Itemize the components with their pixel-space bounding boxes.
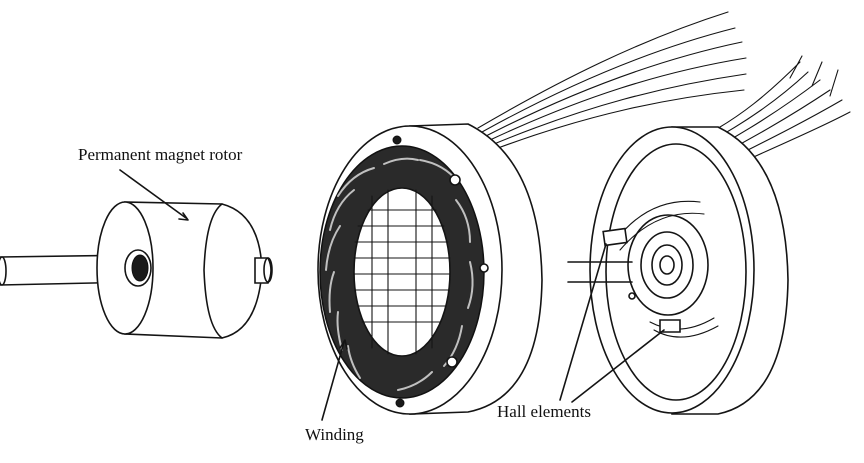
rotor-leader <box>120 170 186 218</box>
permanent-magnet-rotor <box>0 202 272 338</box>
hall-sensor-housing <box>568 56 850 414</box>
hall-elements-label: Hall elements <box>497 402 591 421</box>
leader-lines <box>120 170 664 420</box>
stator-assembly <box>318 12 746 414</box>
hall-leader-1 <box>560 244 606 400</box>
rotor-label: Permanent magnet rotor <box>78 145 243 164</box>
winding-leader <box>322 342 344 420</box>
winding-label: Winding <box>305 425 364 444</box>
hall-leader-2 <box>572 330 664 402</box>
